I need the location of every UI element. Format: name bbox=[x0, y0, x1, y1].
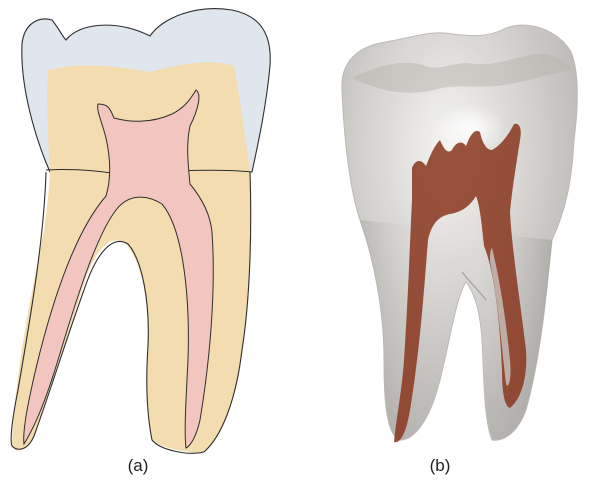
panel-b-3d-render bbox=[342, 25, 577, 442]
panel-label-b: (b) bbox=[410, 456, 470, 476]
panel-a-cross-section bbox=[11, 9, 270, 454]
panel-label-a: (a) bbox=[108, 456, 168, 476]
